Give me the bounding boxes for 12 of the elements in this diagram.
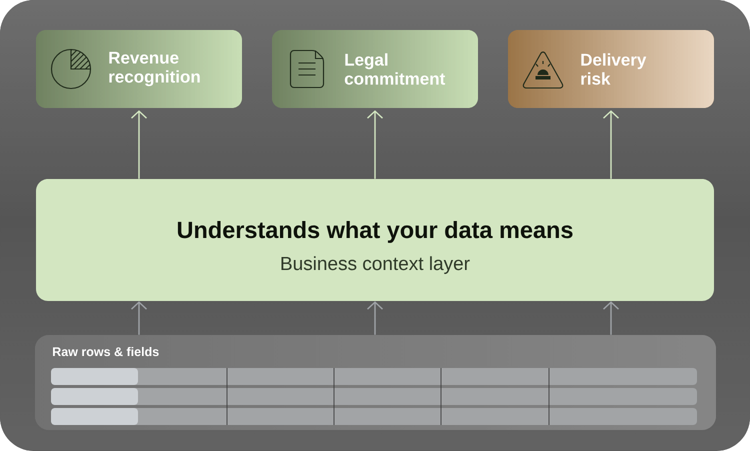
card-title: Revenue recognition bbox=[109, 52, 200, 86]
heading: Understands what your data means bbox=[178, 221, 572, 243]
card-title: Delivery risk bbox=[581, 53, 646, 85]
arrow bbox=[131, 301, 147, 335]
subtitle: Business context layer bbox=[282, 256, 470, 274]
arrow bbox=[603, 301, 619, 335]
arrow bbox=[367, 301, 383, 335]
panel-heading: Raw rows & fields bbox=[53, 346, 159, 356]
arrow bbox=[603, 110, 619, 179]
arrow bbox=[367, 110, 383, 179]
card-title: Legal commitment bbox=[344, 53, 446, 85]
arrow bbox=[131, 110, 147, 179]
